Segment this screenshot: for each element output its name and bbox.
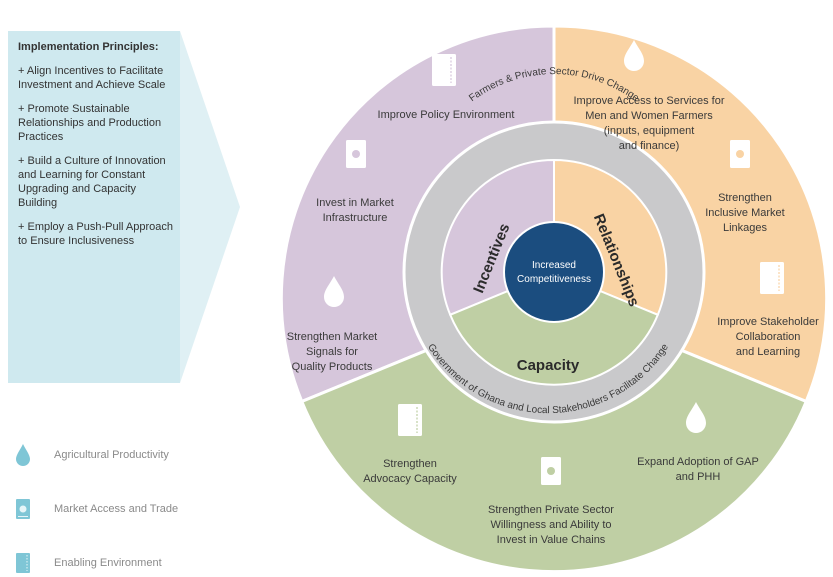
legend-label: Enabling Environment: [54, 557, 162, 569]
agricultural-productivity-icon: [324, 276, 344, 307]
core-line-2: Competitiveness: [517, 274, 591, 285]
segment-collaboration-line-2: Collaboration: [736, 331, 801, 343]
segment-services-line-3: (inputs, equipment: [604, 125, 695, 137]
outer-segment-capacity: [299, 296, 809, 574]
segment-services-line-1: Improve Access to Services for: [574, 95, 725, 107]
agricultural-productivity-icon: [686, 402, 706, 433]
principles-panel: [8, 31, 180, 383]
enabling-environment-icon: [432, 54, 456, 86]
segment-gap-line-1: Expand Adoption of GAP: [637, 456, 759, 468]
segment-gap-line-2: and PHH: [676, 471, 721, 483]
legend-enabling-environment: Enabling Environment: [14, 551, 234, 575]
implementation-principles: Implementation Principles: + Align Incen…: [18, 40, 178, 258]
agricultural-productivity-icon: [624, 40, 644, 71]
label-capacity: Capacity: [517, 357, 580, 374]
legend-label: Market Access and Trade: [54, 503, 179, 515]
principles-heading: Implementation Principles:: [18, 41, 159, 53]
legend-market-access: Market Access and Trade: [14, 497, 234, 521]
segment-collaboration-line-3: and Learning: [736, 346, 800, 358]
market-access-icon: [346, 140, 366, 168]
segment-linkages-line-3: Linkages: [723, 222, 768, 234]
principle-item: + Align Incentives to Facilitate Investm…: [18, 65, 166, 91]
segment-private-line-1: Strengthen Private Sector: [488, 504, 614, 516]
core-circle: [503, 221, 605, 323]
segment-linkages-line-1: Strengthen: [718, 192, 772, 204]
segment-signals-line-3: Quality Products: [292, 361, 373, 373]
inner-segment-capacity: [448, 270, 660, 386]
segment-advocacy-line-1: Strengthen: [383, 458, 437, 470]
enabling-environment-icon: [760, 262, 784, 294]
segment-policy: Improve Policy Environment: [378, 109, 515, 121]
principle-item: + Promote Sustainable Relationships and …: [18, 103, 162, 143]
segment-advocacy-line-2: Advocacy Capacity: [363, 473, 457, 485]
principle-item: + Employ a Push-Pull Approach to Ensure …: [18, 221, 174, 247]
segment-infrastructure-line-2: Infrastructure: [323, 212, 388, 224]
segment-signals-line-2: Signals for: [306, 346, 358, 358]
segment-private-line-3: Invest in Value Chains: [497, 534, 606, 546]
market-access-icon: [541, 457, 561, 485]
notebook-icon: [16, 553, 30, 573]
segment-signals-line-1: Strengthen Market: [287, 331, 378, 343]
drop-icon: [16, 444, 30, 466]
segment-services-line-4: and finance): [619, 140, 680, 152]
segment-services-line-2: Men and Women Farmers: [585, 110, 713, 122]
segment-infrastructure-line-1: Invest in Market: [316, 197, 394, 209]
principles-arrow: [180, 31, 240, 383]
segment-linkages-line-2: Inclusive Market: [705, 207, 784, 219]
cash-card-icon: [16, 499, 30, 519]
market-access-icon: [730, 140, 750, 168]
segment-collaboration-line-1: Improve Stakeholder: [717, 316, 819, 328]
principle-item: + Build a Culture of Innovation and Lear…: [18, 155, 166, 209]
legend-agricultural-productivity: Agricultural Productivity: [14, 443, 234, 467]
legend-label: Agricultural Productivity: [54, 449, 169, 461]
core-line-1: Increased: [532, 260, 576, 271]
segment-private-line-2: Willingness and Ability to: [490, 519, 611, 531]
enabling-environment-icon: [398, 404, 422, 436]
